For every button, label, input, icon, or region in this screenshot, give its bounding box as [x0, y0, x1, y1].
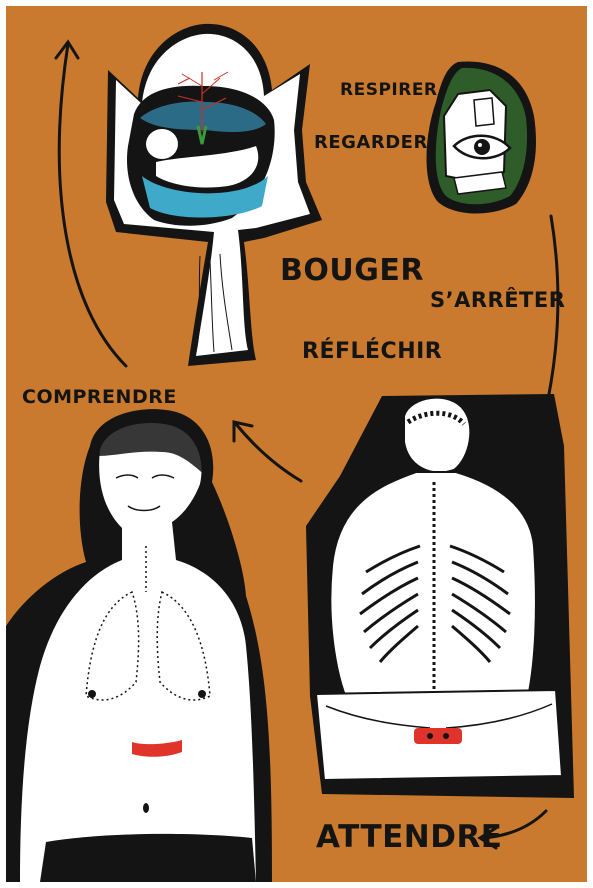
label-bouger: BOUGER	[280, 256, 424, 286]
baby-in-womb-drawing	[106, 24, 322, 366]
label-regarder: REGARDER	[314, 134, 428, 152]
label-attendre: ATTENDRE	[316, 822, 503, 853]
seated-back-spine-drawing	[306, 394, 574, 798]
eye-and-hands-drawing	[427, 61, 536, 213]
woman-torso-lungs-drawing	[6, 409, 272, 882]
label-comprendre: COMPRENDRE	[22, 388, 177, 407]
poster: RESPIRER REGARDER BOUGER S’ARRÊTER RÉFLÉ…	[6, 6, 587, 882]
illustration-layer	[6, 6, 587, 882]
arrow-attendre-to-reflechir	[236, 424, 301, 481]
label-reflechir: RÉFLÉCHIR	[302, 341, 442, 363]
label-respirer: RESPIRER	[340, 82, 438, 99]
label-sarreter: S’ARRÊTER	[430, 290, 565, 311]
